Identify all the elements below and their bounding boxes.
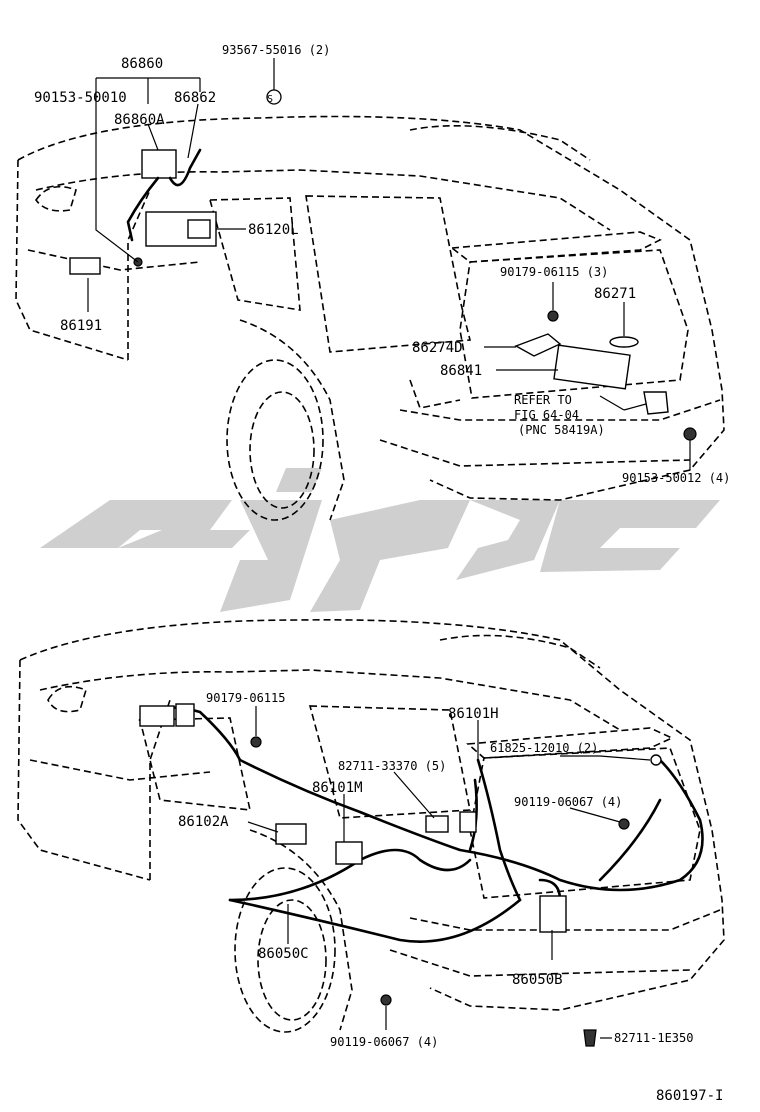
amplifier-86841 (553, 344, 631, 390)
upper-leaders (87, 58, 691, 470)
diagram-id: 860197-I (656, 1088, 723, 1104)
label-86050C: 86050C (258, 946, 309, 962)
antenna-connector (139, 705, 175, 727)
clip-82711-1E350 (583, 1029, 597, 1047)
label-90153-50012: 90153-50012 (4) (622, 471, 730, 485)
lower-leaders (247, 706, 651, 1039)
label-93567-55016: 93567-55016 (2) (222, 43, 330, 57)
lower-parts (139, 703, 662, 1047)
antenna-amplifier (141, 149, 177, 179)
wire-harness (138, 706, 704, 943)
label-90119-06067-bottom: 90119-06067 (4) (330, 1035, 438, 1049)
connector-86101M (335, 841, 363, 865)
label-86274D: 86274D (412, 340, 463, 356)
label-fig-64-04: FIG 64-04 (514, 408, 579, 422)
label-86120L: 86120L (248, 222, 299, 238)
label-86102A: 86102A (178, 814, 229, 830)
label-86101H: 86101H (448, 706, 499, 722)
lower-car-outline (17, 619, 725, 1033)
label-86860: 86860 (121, 56, 163, 72)
nut-90179-06115 (547, 310, 559, 322)
speaker-86050B (539, 895, 567, 933)
label-86101M: 86101M (312, 780, 363, 796)
label-pnc-58419A: (PNC 58419A) (518, 423, 605, 437)
label-82711-1E350: 82711-1E350 (614, 1031, 693, 1045)
screw-90119-06067-right (618, 818, 630, 830)
label-86862: 86862 (174, 90, 216, 106)
label-86841: 86841 (440, 363, 482, 379)
label-61825-12010: 61825-12010 (2) (490, 741, 598, 755)
screw-90119-06067-bottom (380, 994, 392, 1006)
upper-car-outline (15, 115, 725, 521)
s-symbol-text: S (267, 94, 273, 105)
watermark-logo (40, 468, 720, 612)
screw-90153-50012 (683, 427, 697, 441)
label-90179-06115-3: 90179-06115 (3) (500, 265, 608, 279)
washer-86271 (609, 336, 639, 348)
label-82711-33370: 82711-33370 (5) (338, 759, 446, 773)
nut-90179-06115-lower (250, 736, 262, 748)
clip-82711-33370 (425, 815, 449, 833)
clamp-86191 (69, 257, 101, 275)
fig-64-04-part (643, 391, 669, 415)
label-86191: 86191 (60, 318, 102, 334)
label-90153-50010: 90153-50010 (34, 90, 127, 106)
label-90119-06067-right: 90119-06067 (4) (514, 795, 622, 809)
bracket-86274D (514, 333, 562, 357)
upper-parts (69, 89, 697, 441)
label-86271: 86271 (594, 286, 636, 302)
label-86860A: 86860A (114, 112, 165, 128)
label-90179-06115: 90179-06115 (206, 691, 285, 705)
grommet-61825 (650, 754, 662, 766)
label-86050B: 86050B (512, 972, 563, 988)
relay-86102A (275, 823, 307, 845)
label-refer-to: REFER TO (514, 393, 572, 407)
